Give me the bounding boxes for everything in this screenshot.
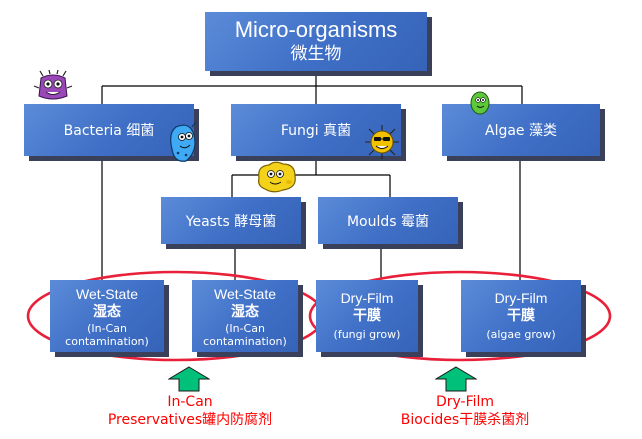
dry-film-zh: 干膜: [507, 308, 535, 324]
wet-state-zh: 湿态: [231, 304, 259, 320]
yellow-fungus-icon: [365, 125, 399, 159]
bacteria-label: Bacteria 细菌: [63, 123, 155, 139]
wet-state-note-line2: contamination): [65, 335, 149, 348]
yeast-cell-icon: [258, 161, 296, 193]
wet-state-title: Wet-State: [76, 286, 138, 302]
bacteria-mascot-icon: [33, 70, 73, 100]
wet-state-note-line1: (In-Can: [87, 322, 127, 335]
up-arrow-icon: [435, 366, 477, 392]
yeasts-box: Yeasts 酵母菌: [161, 197, 301, 244]
moulds-label: Moulds 霉菌: [346, 213, 430, 230]
wet-state-box-1: Wet-State 湿态 (In-Can contamination): [50, 280, 164, 352]
algae-label: Algae 藻类: [485, 123, 557, 139]
root-title: Micro-organisms: [234, 17, 398, 42]
dry-film-title: Dry-Film: [494, 290, 548, 306]
dry-film-note: (algae grow): [486, 328, 556, 341]
caption-line1: Dry-Film: [435, 394, 495, 410]
moulds-box: Moulds 霉菌: [318, 197, 458, 244]
caption-line2: Preservatives罐内防腐剂: [107, 412, 273, 428]
dry-film-biocides-caption: Dry-Film Biocides干膜杀菌剂: [335, 393, 595, 429]
yeasts-label: Yeasts 酵母菌: [185, 213, 277, 230]
root-subtitle: 微生物: [290, 44, 342, 64]
dry-film-title: Dry-Film: [340, 290, 394, 306]
fungi-label: Fungi 真菌: [280, 123, 352, 139]
green-algae-icon: [470, 91, 490, 115]
wet-state-box-2: Wet-State 湿态 (In-Can contamination): [192, 280, 298, 352]
wet-state-note-line1: (In-Can: [225, 322, 265, 335]
blue-microbe-icon: [170, 121, 197, 162]
dry-film-note: (fungi grow): [333, 328, 401, 341]
dry-film-fungi-box: Dry-Film 干膜 (fungi grow): [316, 280, 418, 352]
algae-box: Algae 藻类: [442, 104, 600, 156]
dry-film-zh: 干膜: [353, 308, 381, 324]
up-arrow-icon: [168, 366, 210, 392]
wet-state-zh: 湿态: [93, 304, 121, 320]
dry-film-algae-box: Dry-Film 干膜 (algae grow): [461, 280, 581, 352]
wet-state-title: Wet-State: [214, 286, 276, 302]
in-can-preservatives-caption: In-Can Preservatives罐内防腐剂: [60, 393, 320, 429]
bacteria-box: Bacteria 细菌: [24, 104, 194, 156]
dry-film-highlight-ellipse: [308, 270, 612, 362]
caption-line1: In-Can: [167, 394, 213, 410]
wet-state-note-line2: contamination): [203, 335, 287, 348]
caption-line2: Biocides干膜杀菌剂: [400, 412, 530, 428]
micro-organisms-box: Micro-organisms 微生物: [205, 12, 427, 71]
